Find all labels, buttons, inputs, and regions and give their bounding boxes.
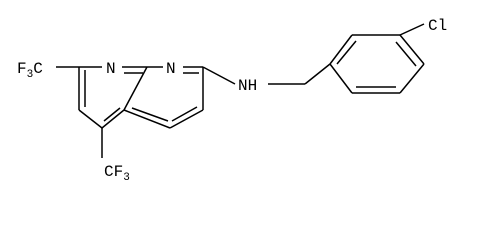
bond-b3-b4 <box>399 34 425 65</box>
bond-c5-c4 <box>101 109 125 129</box>
cf3-left-subscript: 3 <box>27 69 34 81</box>
cf3-bottom-subscript: 3 <box>123 172 130 184</box>
bond-b3-cl <box>399 23 425 36</box>
bond-b1-b2 <box>329 34 353 65</box>
bond-c5-c4-inner <box>103 107 121 122</box>
bond-b1-b2-inner <box>336 40 357 65</box>
atom-label-n8: N <box>166 60 176 78</box>
atom-label-cf3-bottom: CF3 <box>104 163 130 184</box>
atom-labels: F3C N N NH Cl CF3 <box>17 17 447 184</box>
bond-c4-c8a <box>123 66 148 111</box>
bond-b3-b4-inner <box>395 41 417 67</box>
atom-label-cl: Cl <box>428 17 447 35</box>
bond-c3-c4r <box>169 109 204 129</box>
bond-c4r-c4a <box>123 109 171 129</box>
bond-b4-b5 <box>399 63 425 94</box>
atom-label-cf3-left: F3C <box>17 60 43 81</box>
bond-c3-c4r-inner <box>171 106 198 122</box>
bond-b6-b1 <box>329 63 353 94</box>
bond-c2-nh <box>202 66 236 85</box>
cf3-left-tail: C <box>33 60 43 78</box>
bond-c4r-c4a-inner <box>131 107 169 122</box>
cf3-bottom-main: CF <box>104 163 123 181</box>
cf3-left-main: F <box>17 60 27 78</box>
atom-label-nh: NH <box>238 77 257 95</box>
bond-lines <box>56 23 425 158</box>
bond-ch2-ring <box>304 63 331 85</box>
chemical-structure-diagram: F3C N N NH Cl CF3 <box>17 17 447 184</box>
atom-label-n1: N <box>106 60 116 78</box>
bond-c6-c5 <box>78 109 103 129</box>
